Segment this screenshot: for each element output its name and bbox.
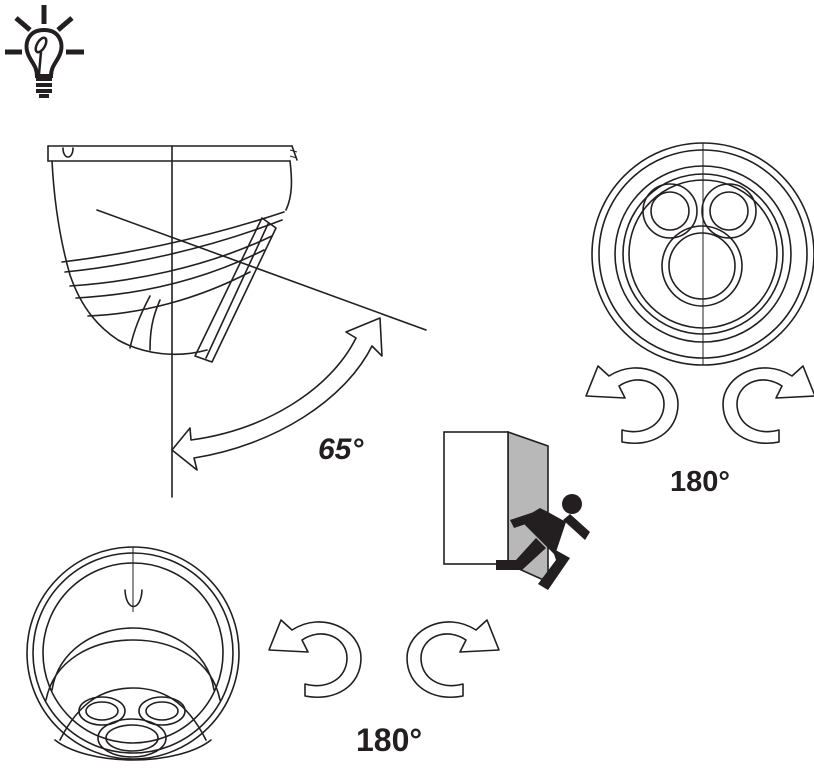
rotate-clockwise-icon [722,365,814,444]
rotate-counterclockwise-icon [268,619,362,698]
lightbulb-tip-icon [5,5,84,98]
running-person-exit-icon [443,430,590,590]
rotation-angle-label-right: 180° [670,466,730,498]
camera-front-view [591,142,814,366]
camera-side-view [47,145,427,498]
camera-tilted-front-view [26,546,240,761]
tilt-angle-label: 65° [318,433,364,466]
rotate-clockwise-icon [406,619,500,698]
rotation-angle-label-bottom: 180° [356,722,423,758]
rotate-counterclockwise-icon [585,365,679,444]
